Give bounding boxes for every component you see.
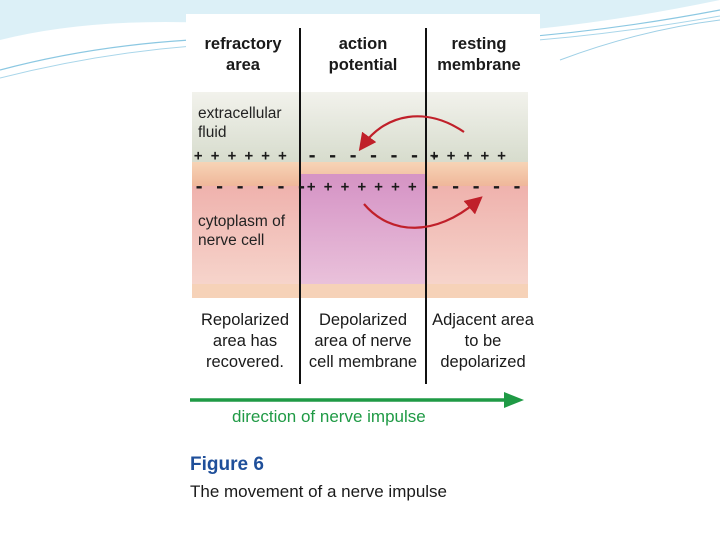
inner-current-arrow [363,196,483,229]
outer-current-arrow [358,115,465,152]
charges-outer-middle: - - - - - - - [307,146,441,166]
extracellular-fluid-label: extracellular fluid [198,105,282,141]
header-refractory-area: refractory area [204,35,282,74]
arrows-overlay [190,115,524,408]
depolarized-region [300,174,426,284]
charges-outer-right: + + + + + [430,148,506,164]
caption-adjacent: Adjacent area to be depolarized [432,311,534,371]
header-action-potential: action potential [328,35,398,74]
figure-title: Figure 6 [190,454,264,475]
divider-left [299,28,301,384]
caption-repolarized: Repolarized area has recovered. [200,311,290,371]
nerve-impulse-figure: refractory area action potential resting… [186,14,540,518]
direction-label: direction of nerve impulse [232,407,426,426]
charges-inner-left: - - - - - - [194,177,307,197]
charges-outer-left: + + + + + + [194,148,287,164]
cytoplasm-label: cytoplasm of nerve cell [198,213,286,249]
charges-inner-middle: + + + + + + + [307,179,417,195]
caption-depolarized: Depolarized area of nerve cell membrane [308,311,418,371]
direction-arrow-head [504,392,524,408]
membrane-band-inner [192,284,528,298]
header-resting-membrane: resting membrane [437,35,521,74]
divider-right [425,28,427,384]
charges-inner-right: - - - - - [430,177,523,197]
figure-caption: The movement of a nerve impulse [190,482,448,501]
